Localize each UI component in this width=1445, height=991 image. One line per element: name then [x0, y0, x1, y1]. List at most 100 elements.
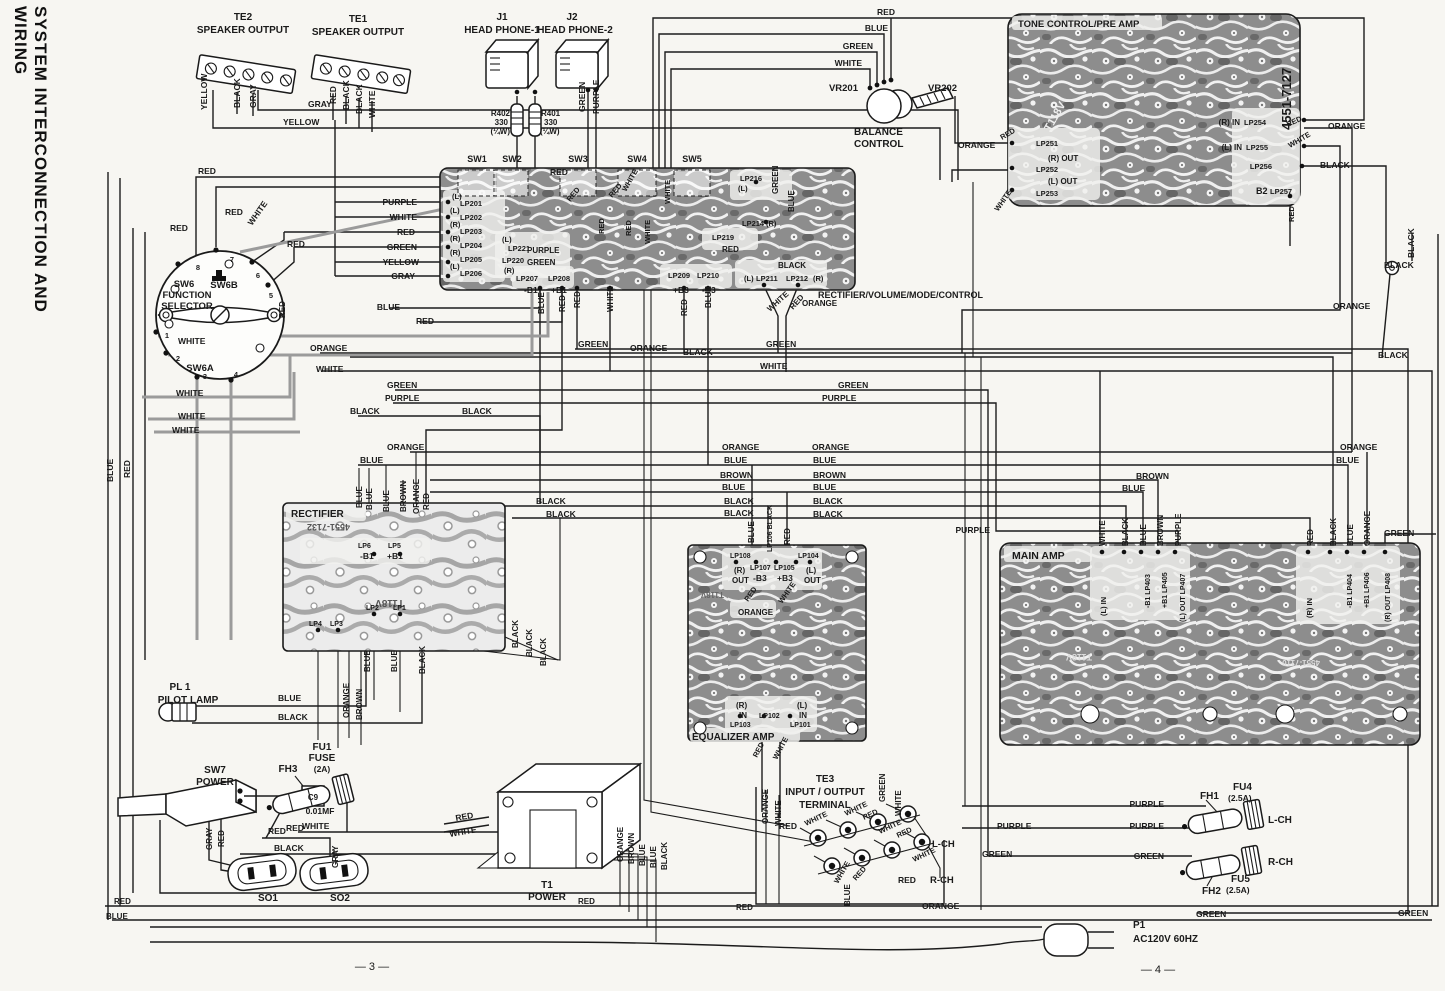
wire-white: WHITE — [1098, 520, 1107, 546]
wire-black: BLACK — [354, 83, 364, 114]
wire-blue: BLUE — [106, 912, 128, 921]
main-pos-b1-r: +B1 LP406 — [1364, 572, 1371, 608]
vr202-label: VR202 — [928, 83, 957, 94]
wire-green: GREEN — [387, 242, 417, 252]
pin-lp203: LP203 — [460, 227, 482, 236]
main-neg-b1-l: -B1 LP403 — [1145, 574, 1152, 608]
wire-red: RED — [170, 223, 188, 233]
wire-blue: BLUE — [1346, 524, 1355, 546]
rectifier-title: RECTIFIER — [291, 509, 345, 520]
pos-b3: +B3 — [673, 285, 689, 295]
wire-white: WHITE — [176, 388, 204, 398]
page-number-right: — 4 — — [1141, 964, 1175, 976]
r402-wattage: (¼W) — [490, 127, 510, 136]
wire-red: RED — [578, 897, 595, 906]
wire-purple: PURPLE — [591, 79, 601, 114]
te2-subtitle: SPEAKER OUTPUT — [197, 25, 289, 36]
pin-lp4: LP4 — [309, 621, 322, 628]
wire-green: GREEN — [766, 339, 796, 349]
wire-white: WHITE — [178, 336, 206, 346]
wire-red: RED — [268, 826, 286, 836]
neg-b1: -B1 — [524, 285, 538, 295]
j2-headphone-jack — [554, 37, 610, 91]
wire-blue: BLUE — [278, 693, 301, 703]
pin-lp202: LP202 — [460, 213, 482, 222]
wire-blue: BLUE — [105, 459, 115, 482]
fh3-label: FH3 — [279, 764, 298, 775]
wire-brown: BROWN — [355, 689, 364, 720]
pin-l: (L) — [450, 206, 460, 215]
tone-l-in: (L) IN — [1222, 143, 1243, 152]
wire-green: GREEN — [1384, 528, 1414, 538]
wire-brown: BROWN — [1136, 471, 1169, 481]
wire-orange: ORANGE — [342, 682, 351, 718]
main-amp-board — [999, 542, 1421, 746]
wire-green: GREEN — [843, 41, 873, 51]
wire-green: GREEN — [1196, 909, 1226, 919]
fu4-rating: (2.5A) — [1228, 793, 1252, 803]
screw-terminals — [319, 62, 406, 87]
pl1-pilot-lamp — [158, 702, 197, 722]
eq-l-in-2: IN — [799, 711, 807, 720]
rect-neg-b1: -B1 — [360, 551, 374, 561]
wire-blue: BLUE — [843, 884, 852, 906]
wire-black: BLACK — [1378, 350, 1409, 360]
sw6a-label: SW6A — [186, 363, 214, 374]
sw6-pin-2: 2 — [176, 354, 180, 363]
wire-orange: ORANGE — [1328, 121, 1366, 131]
pin-lp105: LP105 — [774, 565, 795, 572]
c9-value: 0.01MF — [306, 806, 335, 816]
wire-red: RED — [680, 299, 689, 316]
wire-black: BLACK — [341, 79, 351, 110]
wire-green: GREEN — [577, 82, 587, 112]
fu5-label: FU5 — [1231, 874, 1250, 885]
wire-blue: BLUE — [704, 286, 713, 308]
wire-red: RED — [114, 897, 131, 906]
wire-black: BLACK — [660, 842, 669, 870]
eq-r-in-1: (R) — [736, 701, 747, 710]
wire-black: BLACK — [1384, 260, 1415, 270]
te2-speaker-terminal — [195, 54, 297, 95]
r401-resistor — [528, 103, 542, 137]
wire-blue: BLUE — [1122, 483, 1145, 493]
wire-white: WHITE — [663, 180, 672, 204]
screw-terminals — [204, 62, 293, 87]
eq-neg-b3: -B3 — [753, 573, 767, 583]
pin-l: (L) — [450, 262, 460, 271]
j1-headphone-jack — [484, 37, 540, 91]
pin-l: (L) — [452, 192, 462, 201]
wire-white: WHITE — [245, 199, 269, 227]
tone-pcb-code: 4551-7127 — [1279, 68, 1294, 130]
wire-black: BLACK — [1320, 160, 1351, 170]
wire-gray: GRAY — [308, 99, 332, 109]
pin-r: (R) — [504, 266, 515, 275]
wire-orange: ORANGE — [812, 442, 850, 452]
fu1-title: FU1 — [313, 742, 332, 753]
pin-lp209: LP209 — [668, 271, 690, 280]
sw7-title: SW7 — [204, 765, 226, 776]
wire-blue: BLUE — [537, 292, 546, 314]
te3-l-ch: L-CH — [932, 839, 955, 850]
main-amp-title: MAIN AMP — [1012, 550, 1065, 562]
main-code: 4551-7110 — [1282, 658, 1320, 667]
sw6-function-selector — [153, 247, 285, 383]
tone-r-in: (R) IN — [1219, 118, 1241, 127]
wire-red: RED — [783, 528, 792, 545]
pin-lp256: LP256 — [1250, 162, 1272, 171]
wire-gray: GRAY — [331, 845, 340, 868]
wire-red: RED — [217, 830, 226, 847]
fh1-label: FH1 — [1200, 791, 1219, 802]
pin-r: (R) — [450, 234, 461, 243]
main-l-out: (L) OUT LP407 — [1180, 574, 1187, 622]
eq-r-out-1: (R) — [734, 566, 745, 575]
wire-green: GREEN — [1398, 908, 1428, 918]
so2-label: SO2 — [330, 893, 350, 904]
wire-brown: BROWN — [720, 470, 753, 480]
pin-lp254: LP254 — [1244, 118, 1267, 127]
wire-red: RED — [198, 166, 216, 176]
tone-control-pre-amp-board — [1007, 13, 1301, 207]
wire-blue: BLUE — [649, 846, 658, 868]
tone-pcb-title: TONE CONTROL/PRE AMP — [1018, 19, 1140, 30]
